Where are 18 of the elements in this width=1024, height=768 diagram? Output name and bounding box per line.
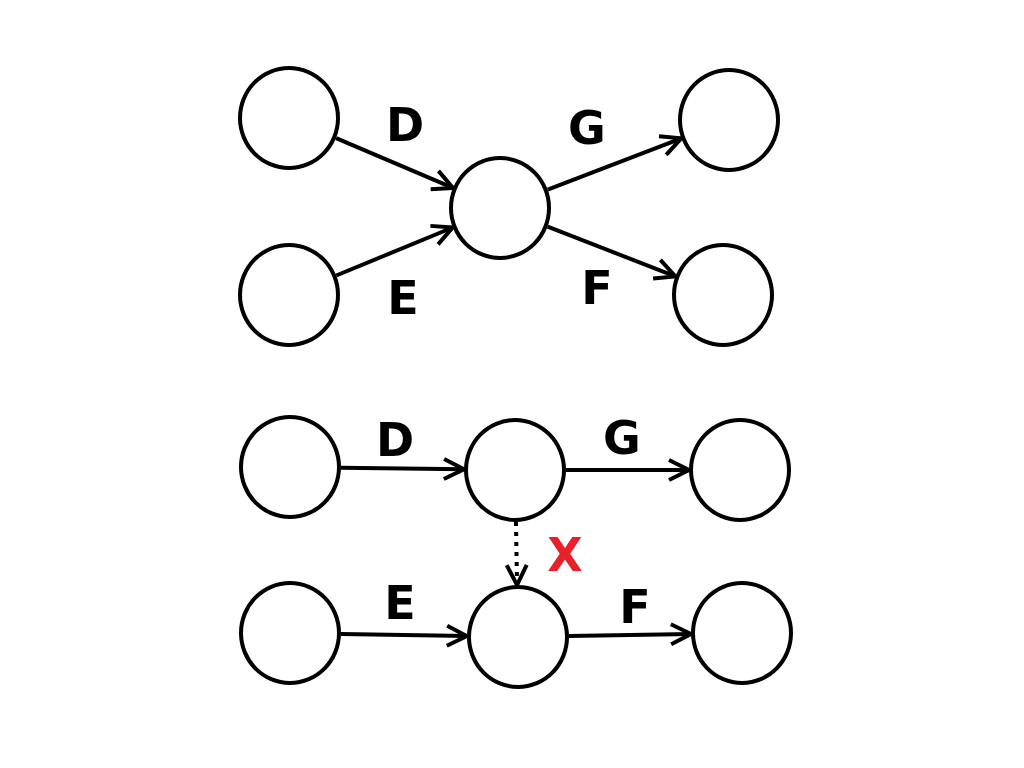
edge-label: D (385, 102, 425, 148)
arrow (568, 622, 693, 647)
edge-label: E (384, 580, 416, 626)
arrow (335, 136, 455, 192)
edge-label: F (619, 584, 651, 630)
arrow (335, 223, 455, 278)
edge-label: E (387, 275, 419, 321)
arrow (340, 457, 466, 482)
edge-label: G (603, 415, 641, 461)
edge-label: G (568, 105, 606, 151)
arrow (340, 623, 469, 648)
edge-label: D (375, 417, 415, 463)
arrow (547, 134, 684, 192)
edge-label: F (581, 265, 613, 311)
edge-label: X (547, 532, 583, 578)
arrow (546, 224, 678, 281)
arrow (566, 458, 691, 482)
dotted-arrow (504, 521, 529, 587)
